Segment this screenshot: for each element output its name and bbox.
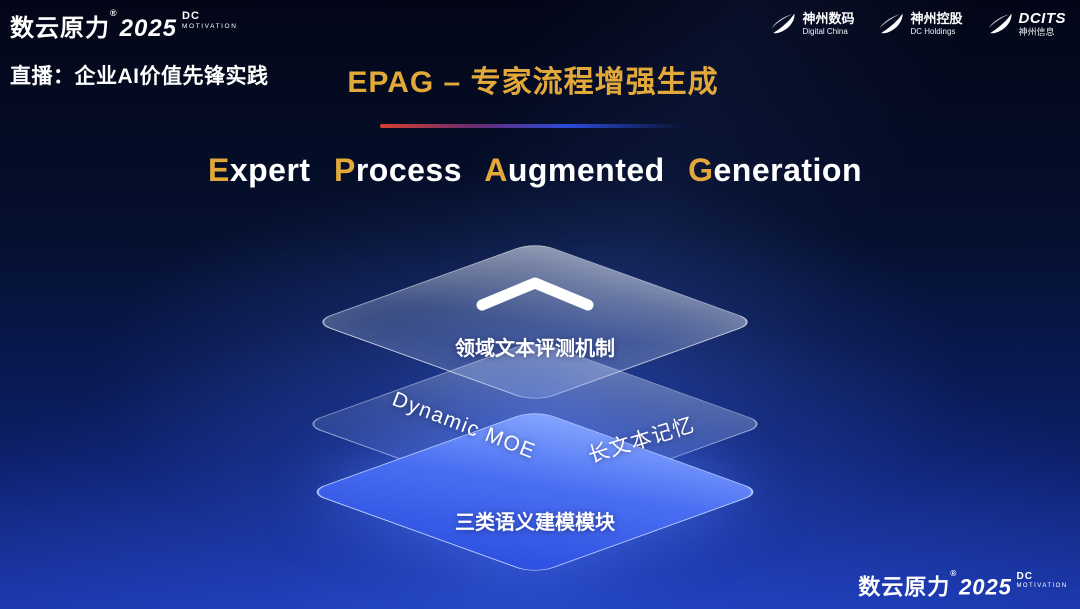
brand-registered-mark: ® xyxy=(950,568,958,578)
brand-year: 2025 xyxy=(959,575,1013,601)
brand-name: 数云原力®2025 xyxy=(10,8,177,43)
title-rest: eneration xyxy=(713,152,863,188)
brand-logo-footer: 数云原力®2025 DC MOTIVATION xyxy=(859,569,1068,601)
partner-sub: 神州信息 xyxy=(1018,27,1055,38)
partner-text: 神州数码 Digital China xyxy=(802,10,855,36)
brand-sub-bottom: MOTIVATION xyxy=(1016,582,1068,590)
partner-logo-dcits: DCITS 神州信息 xyxy=(987,10,1067,38)
partner-name: 神州数码 xyxy=(802,10,855,26)
brand-name: 数云原力®2025 xyxy=(859,569,1013,601)
title-rest: xpert xyxy=(229,152,311,188)
bottom-layer-label: 三类语义建模模块 xyxy=(455,512,615,534)
page-title: EPAG – 专家流程增强生成 xyxy=(347,66,719,99)
brand-subtitle: DC MOTIVATION xyxy=(1017,569,1068,590)
title-initial: P xyxy=(333,152,356,188)
title-word: Augmented xyxy=(484,152,665,188)
title-word: Generation xyxy=(688,152,862,188)
gradient-divider xyxy=(380,124,685,128)
partner-logos: 神州数码 Digital China 神州控股 DC Holdings DCIT… xyxy=(770,10,1066,38)
partner-text: 神州控股 DC Holdings xyxy=(910,10,963,36)
partner-logo-dc-holdings: 神州控股 DC Holdings xyxy=(878,10,963,37)
swoosh-icon xyxy=(880,13,903,34)
partner-name: 神州控股 xyxy=(910,10,963,26)
main-title: Expert Process Augmented Generation xyxy=(208,152,862,189)
partner-name: DCITS xyxy=(1018,10,1066,27)
brand-subtitle: DC MOTIVATION xyxy=(182,8,237,31)
brand-registered-mark: ® xyxy=(110,8,118,18)
brand-sub-top: DC xyxy=(182,10,200,22)
live-label: 直播：企业AI价值先锋实践 xyxy=(10,65,269,88)
partner-logo-digital-china: 神州数码 Digital China xyxy=(770,11,854,37)
partner-sub: DC Holdings xyxy=(910,26,956,36)
partner-sub: Digital China xyxy=(802,26,848,36)
title-rest: ugmented xyxy=(507,152,665,188)
swoosh-icon xyxy=(988,13,1011,34)
brand-sub-bottom: MOTIVATION xyxy=(182,23,238,30)
title-initial: A xyxy=(484,152,508,188)
title-initial: G xyxy=(688,152,714,188)
swoosh-icon xyxy=(772,13,795,34)
title-initial: E xyxy=(207,152,230,188)
title-word: Expert xyxy=(208,152,311,188)
title-word: Process xyxy=(334,152,462,188)
title-rest: rocess xyxy=(355,152,462,188)
brand-logo: 数云原力®2025 DC MOTIVATION xyxy=(10,8,238,43)
brand-name-text: 数云原力 xyxy=(10,15,110,42)
top-layer-label: 领域文本评测机制 xyxy=(455,338,615,360)
brand-name-text: 数云原力 xyxy=(858,575,951,601)
brand-sub-top: DC xyxy=(1016,570,1034,582)
brand-year: 2025 xyxy=(119,15,178,42)
chevron-up-icon xyxy=(470,272,600,321)
partner-text: DCITS 神州信息 xyxy=(1019,10,1067,38)
